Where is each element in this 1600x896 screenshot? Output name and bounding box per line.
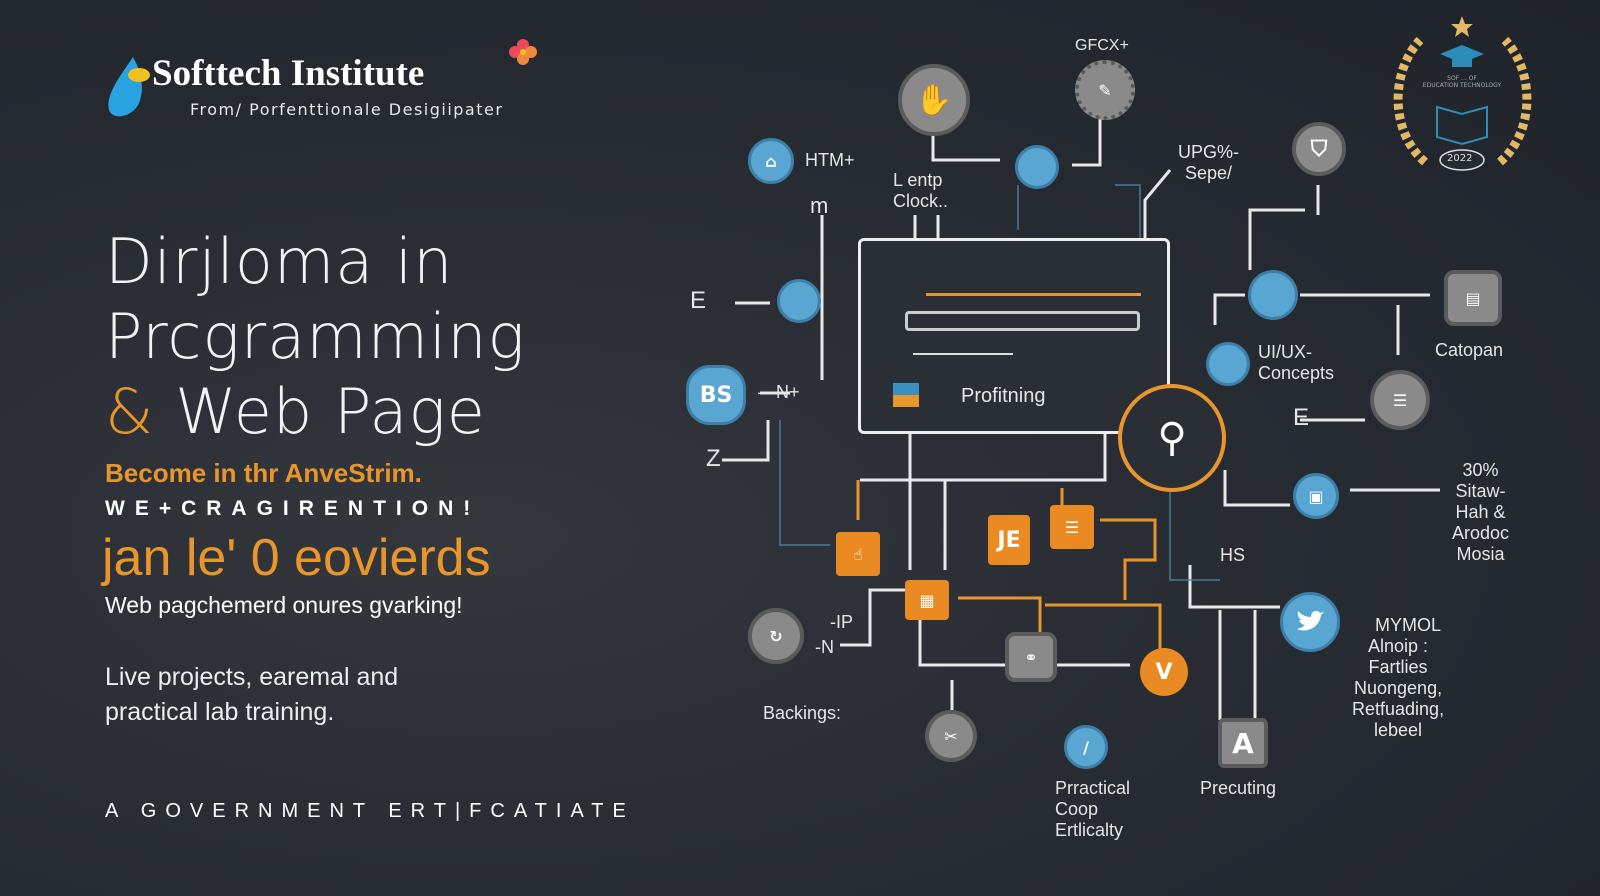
logo-drop-icon [108,57,150,117]
gfcx-label: GFCX+ [1075,37,1129,54]
practical-3: Ertlicalty [1055,820,1124,840]
link-node-icon[interactable]: ⚭ [1005,632,1057,682]
uiux-1: UI/UX- [1258,342,1312,362]
a-node[interactable]: A [1218,718,1268,768]
tools-node-icon[interactable]: ✋ [898,64,970,136]
ip-label: -IP [830,612,854,632]
title-line-1: Dirjloma in [105,225,454,298]
precuting-label: Precuting [1200,778,1277,798]
uiux-node-icon[interactable] [1206,342,1250,386]
web-text: Web pagchemerd onures gvarking! [105,592,463,618]
tagline: From/ Porfenttionale Desigiipater [190,100,504,119]
upg-1: UPG%- [1178,142,1240,162]
twitter-icon[interactable] [1280,592,1340,652]
stat-2: Sitaw- [1455,481,1506,501]
practical-1: Prractical [1055,778,1131,798]
uiux-label: UI/UX-Concepts [1258,342,1334,384]
ampersand: & [105,375,155,448]
mymol-1: MYMOL [1375,615,1442,635]
input-bar[interactable] [905,311,1140,331]
progress-line [926,293,1141,296]
monitor-window: Profitning [858,238,1170,434]
government-certificate: A GOVERNMENT ERT|FCATIATE [105,800,635,822]
file-node-icon[interactable]: ▣ [1293,473,1339,519]
live-line-2: practical lab training. [105,698,335,726]
bs-label: BS [699,382,733,408]
spaced-heading: WE+CRAGIRENTION! [105,497,481,520]
a-label: A [1232,726,1254,760]
mymol-5: Retfuading, [1352,699,1445,719]
html-node-icon[interactable]: ⌂ [748,138,794,184]
stat-5: Mosia [1456,544,1505,564]
je-label: JE [997,527,1021,553]
title-line-3: & Web Page [105,375,486,448]
laurel-icon [1393,16,1532,171]
lentp-2: Clock.. [893,191,949,211]
list-tile-icon[interactable]: ☰ [1050,505,1094,549]
orange-subheading: jan le' 0 eovierds [102,529,491,587]
mymol-3: Fartlies [1368,657,1428,677]
v-label: V [1155,659,1173,685]
uiux-2: Concepts [1258,363,1335,383]
upg-2: Sepe/ [1184,163,1233,183]
mymol-2: Alnoip : [1368,636,1429,656]
practical-2: Coop [1055,799,1099,819]
badge-text-1: SOF ... OF [1447,75,1477,82]
stat-4: Arodoc [1452,523,1510,543]
left-node-icon[interactable] [777,279,821,323]
document-node-icon[interactable]: ☰ [1370,370,1430,430]
z-label: Z [706,445,721,472]
n-label: -N [815,637,834,657]
title-web-page: Web Page [175,375,486,448]
title-line-2: Prcgramming [105,300,526,373]
badge-text-2: EDUCATION TECHNOLOGY [1422,82,1502,89]
upg-label: UPG%-Sepe/ [1178,142,1239,184]
stat-1: 30% [1462,460,1499,480]
e-label-left: E [690,287,707,314]
bird-glyph-icon [1297,610,1324,631]
v-node[interactable]: V [1140,648,1188,696]
gear-node-icon[interactable]: ✎ [1075,60,1135,120]
become-text: Become in thr AnveStrim. [105,458,422,488]
profit-label: Profitning [961,385,1046,407]
mymol-6: lebeel [1374,720,1423,740]
right-node-icon[interactable] [1248,270,1298,320]
hand-tile-icon[interactable]: ☝ [836,532,880,576]
catopan-label: Catopan [1435,340,1504,360]
grid-tile-icon[interactable]: ▦ [905,580,949,620]
lentp-1: L entp [893,170,943,190]
backings-label: Backings: [763,703,842,723]
html5-shield-icon[interactable]: ⛉ [1292,122,1346,176]
live-projects-text: Live projects, earemal and practical lab … [105,660,398,730]
hub-node-icon[interactable] [1015,145,1059,189]
je-tile[interactable]: JE [988,515,1030,565]
n-plus-label: —N+ [758,382,800,402]
html-label: HTM+ [805,150,855,170]
practical-node-icon[interactable]: / [1064,725,1108,769]
e-label-right: E [1293,404,1310,431]
catopan-node-icon[interactable]: ▤ [1444,270,1502,326]
stat-3: Hah & [1455,502,1506,522]
badge-year: 2022 [1447,153,1473,164]
m-label: m [810,193,829,218]
refresh-node-icon[interactable]: ↻ [748,608,804,664]
grid-icon [893,383,919,407]
hs-label: HS [1220,545,1246,565]
mymol-4: Nuongeng, [1354,678,1443,698]
bootstrap-node[interactable]: BS [686,365,746,425]
tools-cross-icon[interactable]: ✂ [925,710,977,762]
flower-icon [509,39,537,65]
live-line-1: Live projects, earemal and [105,663,399,691]
text-line [913,353,1013,355]
institute-name: Softtech Institute [152,53,425,94]
search-lock-icon[interactable]: ⚲ [1118,384,1226,492]
